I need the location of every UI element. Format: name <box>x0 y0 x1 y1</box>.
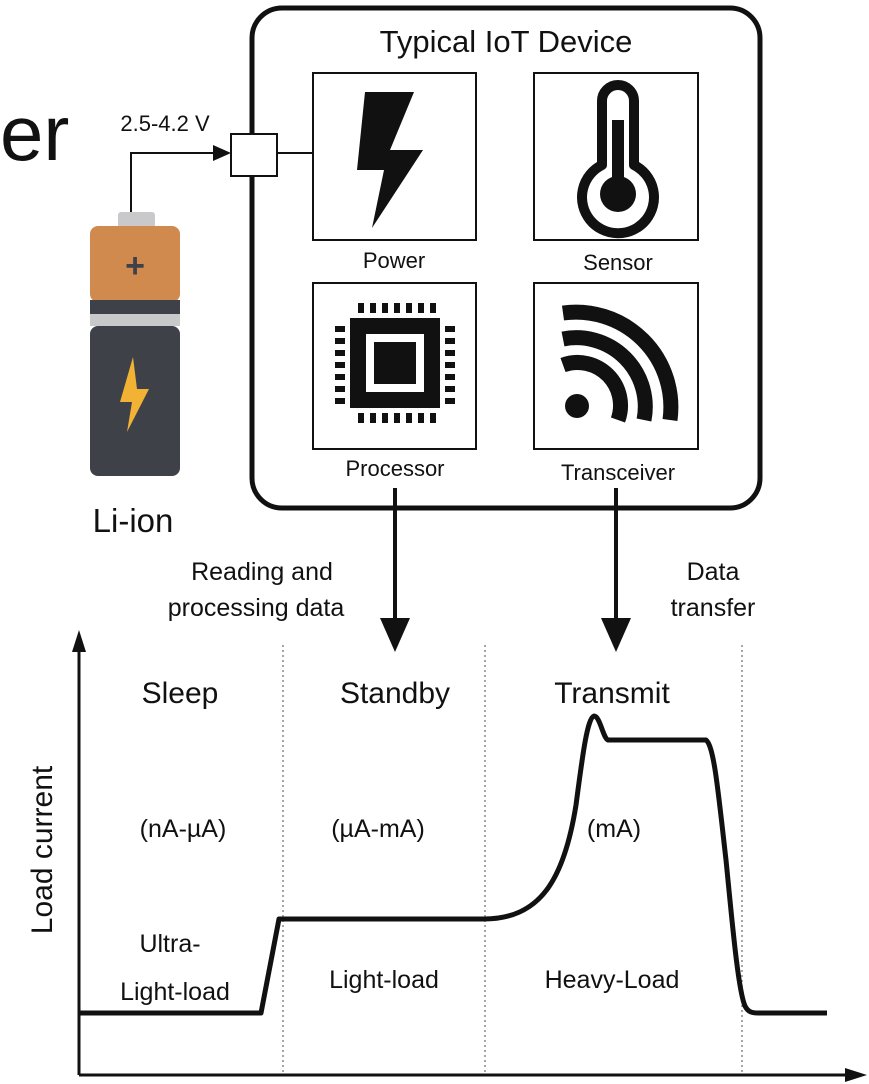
chip-icon <box>335 303 455 423</box>
processor-annotation-line2: processing data <box>168 594 345 622</box>
battery-cap <box>90 226 180 302</box>
y-axis-arrowhead <box>72 630 86 652</box>
thermometer-icon <box>577 80 659 239</box>
battery-plus-sign: + <box>125 247 145 285</box>
battery-terminal <box>118 212 155 228</box>
mode-standby-range: (µA-mA) <box>331 815 425 843</box>
wifi-signal-icon <box>560 304 679 423</box>
processor-label: Processor <box>345 456 444 481</box>
mode-sleep-load-line2: Light-load <box>120 978 230 1006</box>
battery-icon: + <box>90 212 180 476</box>
power-connector <box>230 133 278 177</box>
battery-bolt-icon <box>120 357 149 432</box>
heading-fragment: er <box>0 89 69 177</box>
mode-standby-name: Standby <box>340 677 450 710</box>
processor-arrowhead <box>380 618 410 652</box>
mode-transmit-range: (mA) <box>587 815 641 843</box>
device-title: Typical IoT Device <box>380 24 633 59</box>
mode-transmit-name: Transmit <box>554 677 670 710</box>
mode-sleep-load-line1: Ultra- <box>139 930 200 958</box>
load-current-curve <box>79 713 827 1016</box>
mode-transmit-load: Heavy-Load <box>545 966 680 994</box>
transceiver-annotation-line2: transfer <box>671 594 756 622</box>
mode-separators <box>282 645 743 1075</box>
transceiver-annotation-line1: Data <box>687 558 740 586</box>
lightning-bolt-icon <box>357 92 423 228</box>
battery-stripe <box>90 314 180 326</box>
mode-sleep-range: (nA-µA) <box>140 815 227 843</box>
mode-sleep-name: Sleep <box>142 677 219 710</box>
connector-arrowhead <box>213 145 231 161</box>
voltage-label: 2.5-4.2 V <box>120 111 210 136</box>
y-axis-label: Load current <box>26 765 59 934</box>
battery-label: Li-ion <box>93 502 174 539</box>
battery-to-connector-line <box>130 152 222 213</box>
x-axis-arrowhead <box>845 1068 867 1082</box>
transceiver-arrowhead <box>601 618 631 652</box>
transceiver-module-box <box>533 282 699 450</box>
processor-annotation-line1: Reading and <box>191 558 333 586</box>
sensor-label: Sensor <box>583 250 653 275</box>
mode-standby-load: Light-load <box>329 966 439 994</box>
transceiver-label: Transceiver <box>561 460 675 485</box>
battery-band <box>90 300 180 314</box>
power-label: Power <box>363 248 425 273</box>
